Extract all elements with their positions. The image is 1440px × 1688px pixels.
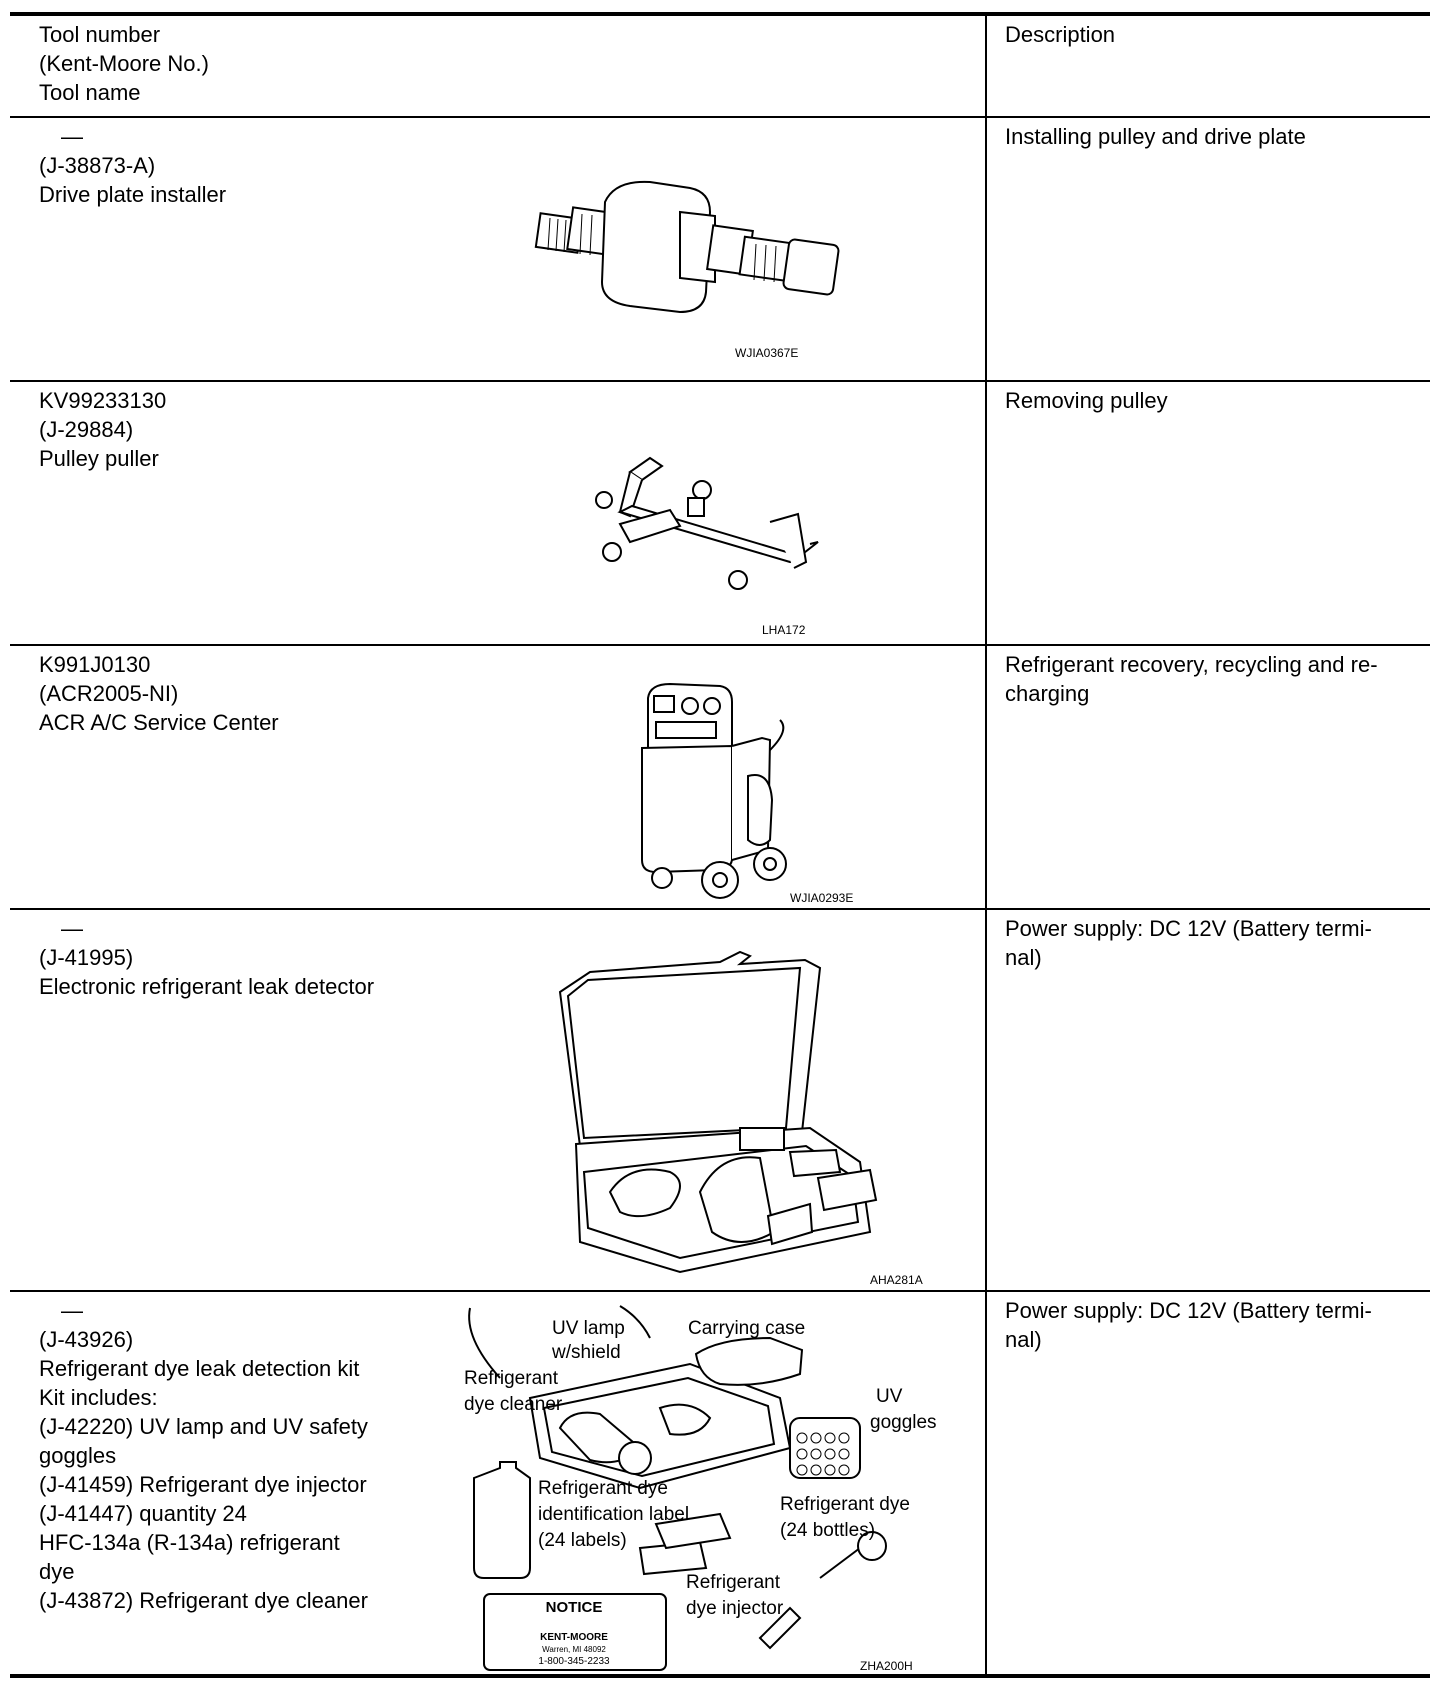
- description-cell: Installing pulley and drive plate: [1005, 124, 1306, 149]
- header-rule: [10, 116, 1430, 118]
- tool-cell: KV99233130 (J-29884) Pulley puller: [39, 388, 167, 471]
- callout-uv-lamp: UV lamp: [552, 1318, 625, 1339]
- notice-address: Warren, MI 48092: [542, 1645, 606, 1654]
- callout-dye-injector: Refrigerant: [686, 1572, 781, 1593]
- callout-uv-goggles: goggles: [870, 1412, 937, 1433]
- tool-cell: — (J-41995) Electronic refrigerant leak …: [39, 916, 375, 999]
- description-cell: Removing pulley: [1005, 388, 1168, 413]
- callout-dye-cleaner: dye cleaner: [464, 1394, 563, 1415]
- row-rule: [10, 1290, 1430, 1292]
- figure-code: LHA172: [762, 623, 806, 637]
- description-cell: Power supply: DC 12V (Battery termi- nal…: [1005, 1298, 1372, 1352]
- callout-id-label: Refrigerant dye: [538, 1478, 668, 1499]
- row-rule: [10, 644, 1430, 646]
- header-tool-cell: Tool number (Kent-Moore No.) Tool name: [39, 22, 209, 105]
- column-divider: [985, 12, 987, 1678]
- figure-code: WJIA0293E: [790, 891, 853, 905]
- description-cell: Power supply: DC 12V (Battery termi- nal…: [1005, 916, 1372, 970]
- callout-uv-goggles: UV: [876, 1386, 903, 1407]
- description-cell: Refrigerant recovery, recycling and re- …: [1005, 652, 1378, 706]
- header-description-cell: Description: [1005, 22, 1116, 47]
- tool-cell: — (J-38873-A) Drive plate installer: [39, 124, 227, 207]
- tool-cell: — (J-43926) Refrigerant dye leak detecti…: [39, 1298, 368, 1613]
- callout-dye-bottles: Refrigerant dye: [780, 1494, 910, 1515]
- table-top-rule: [10, 12, 1430, 16]
- figure-code: WJIA0367E: [735, 346, 798, 360]
- table-bottom-rule: [10, 1674, 1430, 1678]
- figure-code: ZHA200H: [860, 1659, 913, 1673]
- notice-company: KENT-MOORE: [540, 1632, 608, 1643]
- dye-kit-icon: UV lamp w/shield Carrying case Refrigera…: [464, 1305, 937, 1673]
- callout-uv-lamp: w/shield: [551, 1342, 621, 1363]
- callout-dye-bottles: (24 bottles): [780, 1520, 875, 1541]
- notice-phone: 1-800-345-2233: [538, 1656, 610, 1667]
- callout-dye-cleaner: Refrigerant: [464, 1368, 559, 1389]
- callout-dye-injector: dye injector: [686, 1598, 784, 1619]
- pulley-puller-icon: LHA172: [595, 456, 819, 637]
- figure-code: AHA281A: [870, 1273, 923, 1287]
- tool-cell: K991J0130 (ACR2005-NI) ACR A/C Service C…: [39, 652, 279, 735]
- row-rule: [10, 380, 1430, 382]
- callout-id-label: identification label: [538, 1504, 689, 1525]
- callout-carrying-case: Carrying case: [688, 1318, 805, 1339]
- notice-title: NOTICE: [546, 1599, 603, 1616]
- drive-plate-installer-icon: WJIA0367E: [534, 180, 840, 360]
- leak-detector-case-icon: AHA281A: [558, 950, 923, 1287]
- row-rule: [10, 908, 1430, 910]
- callout-id-label: (24 labels): [538, 1530, 627, 1551]
- service-center-icon: WJIA0293E: [641, 682, 853, 905]
